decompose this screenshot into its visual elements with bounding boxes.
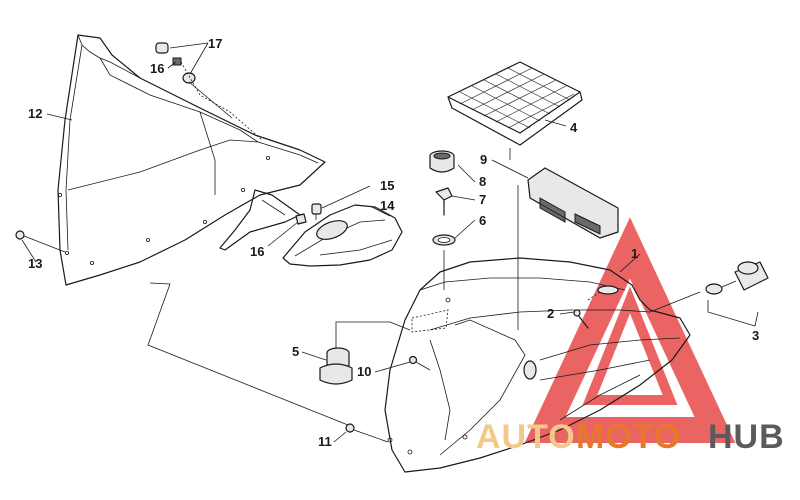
label-part-13: 13 xyxy=(28,256,42,271)
label-part-16-lower: 16 xyxy=(250,244,264,259)
label-part-6: 6 xyxy=(479,213,486,228)
label-part-5: 5 xyxy=(292,344,299,359)
screw-13 xyxy=(15,230,66,253)
label-part-1: 1 xyxy=(631,246,638,261)
screw-15 xyxy=(311,203,322,220)
label-part-16-upper: 16 xyxy=(150,61,164,76)
gauge-part xyxy=(527,167,619,239)
watermark-moto: MOTO xyxy=(576,418,681,456)
ignition-cap-part xyxy=(429,150,455,173)
screw-11 xyxy=(345,423,389,443)
label-part-4: 4 xyxy=(570,120,578,135)
screw-16-lower xyxy=(295,213,307,225)
screw-16-upper xyxy=(172,57,182,66)
watermark-triangle xyxy=(524,217,736,443)
label-part-12: 12 xyxy=(28,106,42,121)
accessory-plug-part xyxy=(705,261,769,295)
storage-net-part xyxy=(447,61,583,160)
screw-10 xyxy=(408,355,431,371)
ignition-key-part xyxy=(435,187,453,216)
watermark-auto: AUTO xyxy=(476,418,576,456)
screw-2 xyxy=(573,309,589,329)
part-labels: 1 2 3 4 5 6 7 8 9 10 11 12 13 14 15 16 1… xyxy=(28,36,759,449)
label-part-17: 17 xyxy=(208,36,222,51)
label-part-7: 7 xyxy=(479,192,486,207)
fuel-knob-part xyxy=(319,347,353,385)
label-part-8: 8 xyxy=(479,174,486,189)
label-part-3: 3 xyxy=(752,328,759,343)
label-part-10: 10 xyxy=(357,364,371,379)
label-part-11: 11 xyxy=(318,434,332,449)
label-part-15: 15 xyxy=(380,178,394,193)
hood-part xyxy=(384,257,691,473)
label-part-14: 14 xyxy=(380,198,395,213)
mirror-bracket xyxy=(219,189,301,251)
watermark-hub: HUB xyxy=(708,418,785,456)
windshield-part xyxy=(57,34,326,286)
label-part-2: 2 xyxy=(547,306,554,321)
ignition-ring-part xyxy=(432,234,456,246)
leader-lines xyxy=(21,42,641,443)
label-part-9: 9 xyxy=(480,152,487,167)
mirror-cover-part xyxy=(282,204,403,267)
watermark-logo: AUTO MOTO HUB xyxy=(476,418,785,456)
